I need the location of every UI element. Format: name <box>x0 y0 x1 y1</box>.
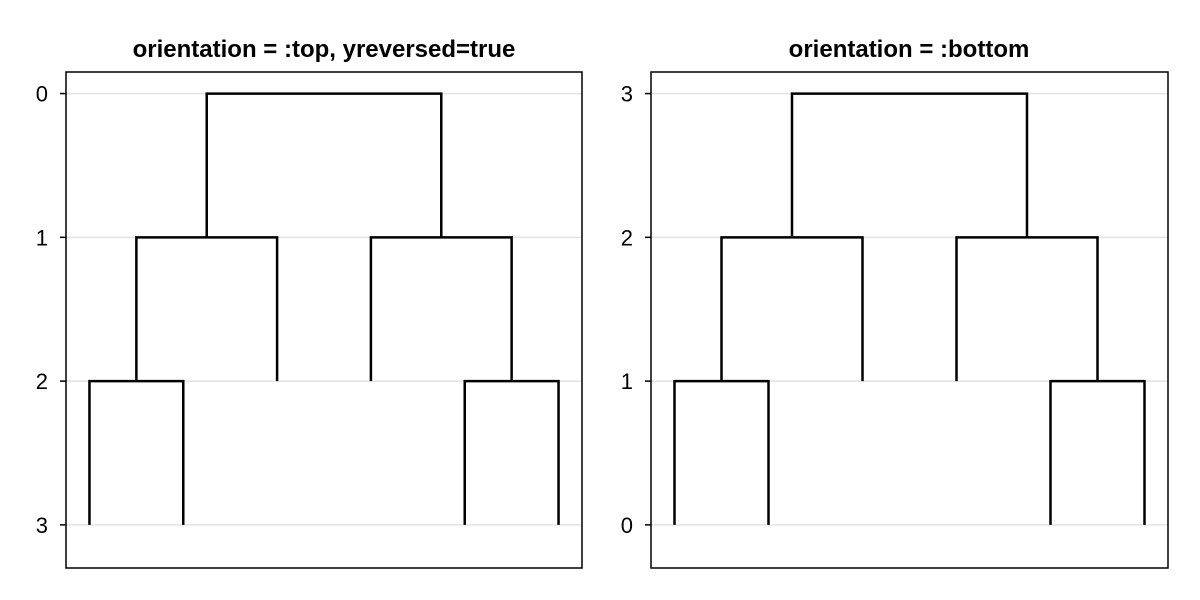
y-tick-label: 0 <box>621 513 633 538</box>
leaf-label: f <box>0 0 1 13</box>
dendrogram-branch <box>673 379 770 525</box>
dendrogram-branches <box>673 92 1146 525</box>
dendrogram-branch <box>720 236 864 382</box>
y-tick-label: 1 <box>621 369 633 394</box>
leaf-label: a <box>0 0 1 13</box>
dendrogram-branch <box>205 92 443 238</box>
plot-frame <box>650 71 1169 569</box>
dendrogram-branch <box>135 236 279 382</box>
leaf-labels: abcdef <box>0 0 1 13</box>
dendrogram-branches <box>88 92 560 525</box>
y-tick-label: 0 <box>36 82 48 107</box>
y-grid <box>66 92 582 526</box>
dendrogram-panel-bottom: orientation = :bottom 0 1 2 3 abcdef <box>0 0 1169 569</box>
dendrogram-branch <box>1049 379 1146 525</box>
y-axis: 0 1 2 3 <box>36 82 66 538</box>
y-tick-label: 1 <box>36 225 48 250</box>
y-grid <box>651 92 1168 526</box>
chart-title: orientation = :bottom <box>789 36 1030 63</box>
leaf-labels: abcdef <box>0 0 1 13</box>
dendrogram-branch <box>463 379 560 525</box>
dendrogram-branch <box>955 236 1099 382</box>
dendrogram-branch <box>369 236 513 382</box>
dendrogram-branch <box>790 92 1029 238</box>
y-tick-label: 2 <box>36 369 48 394</box>
chart-title: orientation = :top, yreversed=true <box>133 36 516 63</box>
y-tick-label: 2 <box>621 225 633 250</box>
leaf-label: f <box>0 0 1 13</box>
y-tick-label: 3 <box>621 82 633 107</box>
leaf-label: a <box>0 0 1 13</box>
y-tick-label: 3 <box>36 513 48 538</box>
y-axis: 0 1 2 3 <box>621 82 651 538</box>
dendrogram-branch <box>88 379 185 525</box>
plot-frame <box>65 71 583 569</box>
dendrogram-panel-top: orientation = :top, yreversed=true 0123 … <box>0 0 583 569</box>
